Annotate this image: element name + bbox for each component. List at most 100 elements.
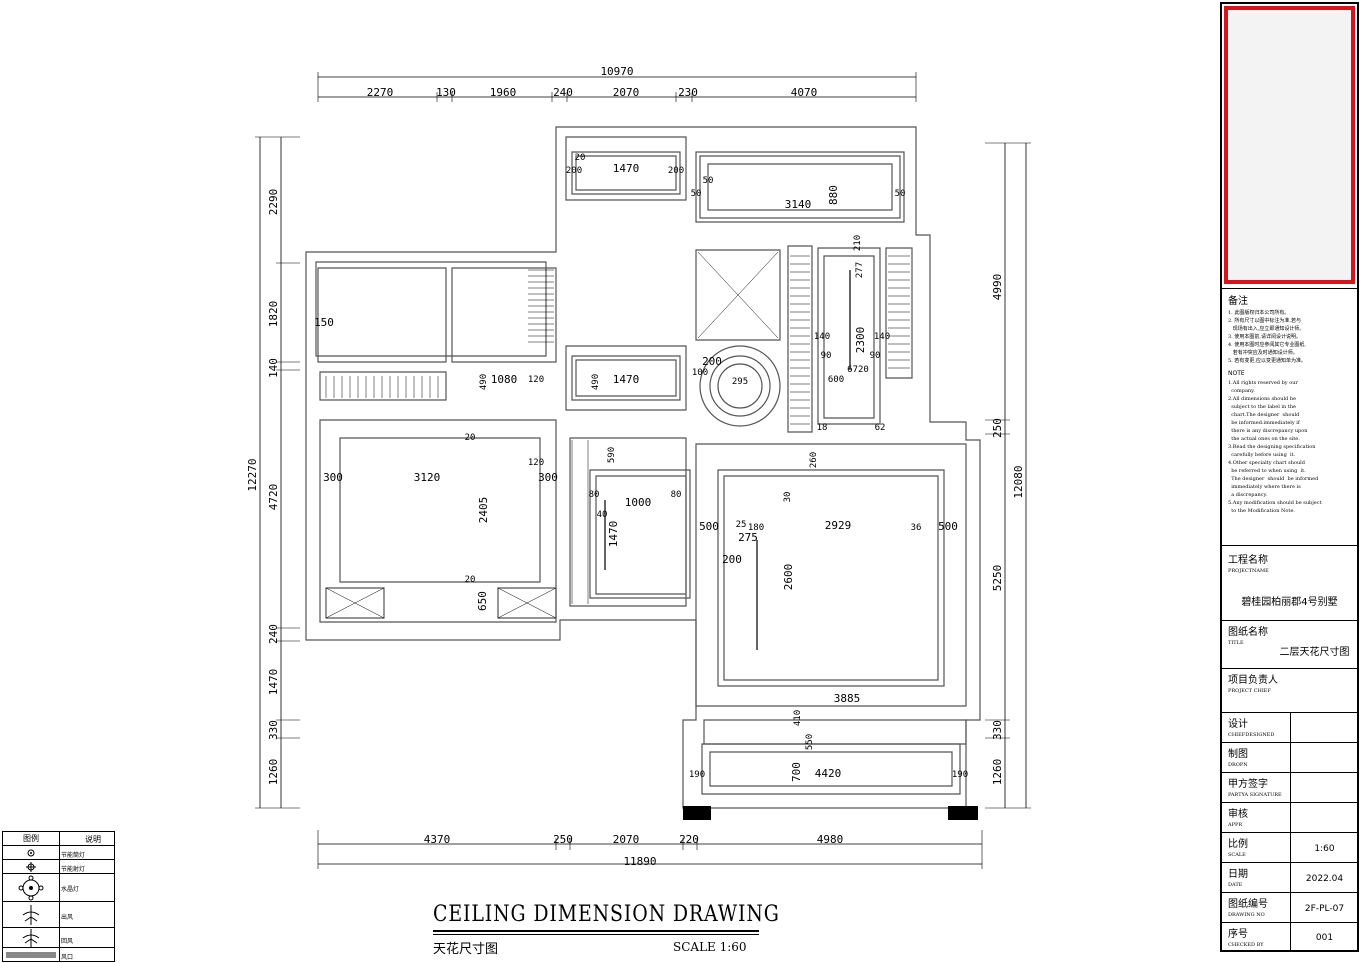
small-dim: 20	[465, 575, 476, 585]
dim-top-total: 10970	[600, 65, 633, 78]
vent-icon	[3, 948, 59, 962]
small-dim: 30	[783, 492, 793, 503]
legend-row: 回风	[3, 928, 114, 948]
small-dim: 260	[809, 452, 819, 468]
legend-label: 风口	[61, 954, 74, 961]
drawn-row: 制图 DROPN	[1222, 743, 1357, 773]
notes-en: 1.All rights reserved by our company. 2.…	[1228, 380, 1322, 514]
project-label-en: PROJECTNAME	[1228, 568, 1269, 574]
legend-col-icon: 图例	[23, 834, 39, 843]
small-dim: 490	[479, 374, 489, 390]
legend-label: 回风	[61, 938, 74, 945]
dim-bottom-seg: 2070	[613, 833, 640, 846]
small-dim: 25	[736, 520, 747, 530]
air-return-icon	[3, 928, 59, 947]
small-dim: 600	[828, 375, 844, 385]
room-dim: 4420	[815, 767, 842, 780]
notes-en-title: NOTE	[1228, 370, 1245, 377]
small-dim: 180	[748, 523, 764, 533]
small-dim: 140	[874, 332, 890, 342]
dim-bottom-total: 11890	[623, 855, 656, 868]
serial-label: 序号	[1228, 929, 1248, 940]
small-dim: 18	[817, 423, 828, 433]
sign-label-en: PARTYA SIGNATURE	[1228, 792, 1282, 798]
small-dim: 62	[875, 423, 886, 433]
dim-right-seg: 5250	[991, 565, 1004, 592]
dim-bottom-seg: 250	[553, 833, 573, 846]
dim-top-seg: 2070	[613, 86, 640, 99]
room-dim: 3885	[834, 692, 861, 705]
small-dim: 277	[855, 262, 865, 278]
ceiling-plan-drawing: 10970 2270 130 1960 240 2070 230 4070 43…	[246, 65, 1031, 869]
logo-area	[1224, 6, 1355, 284]
title-value: 二层天花尺寸图	[1279, 647, 1350, 658]
designed-label-en: CHIEFDESIGNED	[1228, 732, 1275, 738]
drawing-subtitle: 天花尺寸图	[433, 942, 499, 957]
room-dim: 275	[738, 531, 758, 544]
legend-header: 图例 说明	[3, 832, 114, 846]
dim-top-seg: 1960	[490, 86, 517, 99]
dim-bottom-seg: 4370	[424, 833, 451, 846]
approved-row: 审核 APPR	[1222, 803, 1357, 833]
legend-row: 节能射灯	[3, 860, 114, 874]
date-value: 2022.04	[1305, 874, 1344, 884]
room-dim: 150	[314, 316, 334, 329]
dim-left-seg: 330	[267, 720, 280, 740]
small-dim: 80	[671, 490, 682, 500]
small-dim: 140	[814, 332, 830, 342]
dim-left-seg: 140	[267, 358, 280, 378]
small-dim: 190	[952, 770, 968, 780]
room-dim: 300	[323, 471, 343, 484]
legend-row: 出风	[3, 902, 114, 928]
dim-left-seg: 2290	[267, 189, 280, 216]
number-label-en: DRAWING NO	[1228, 912, 1265, 918]
title-underline	[433, 930, 759, 932]
room-dim: 1080	[491, 373, 518, 386]
project-label: 工程名称	[1228, 555, 1268, 566]
notes-cn: 1. 此图版权归本公司所有。 2. 所有尺寸以图中标注为准,若与 现场有出入,应…	[1228, 310, 1306, 364]
room-dim: 2405	[477, 497, 490, 524]
dim-top-seg: 2270	[367, 86, 394, 99]
room-dim: 700	[790, 762, 803, 782]
dim-left-seg: 4720	[267, 484, 280, 511]
drawing-title-row: 图纸名称 TITLE 二层天花尺寸图	[1222, 621, 1357, 669]
small-dim: 410	[793, 710, 803, 726]
room-dim: 1000	[625, 496, 652, 509]
room-dim: 2300	[854, 327, 867, 354]
air-outlet-icon	[3, 902, 59, 927]
small-dim: 295	[732, 377, 748, 387]
project-name-row: 工程名称 PROJECTNAME 碧桂园柏丽郡4号别墅	[1222, 549, 1357, 621]
serial-value: 001	[1315, 933, 1334, 943]
room-dim: 2929	[825, 519, 852, 532]
date-label-en: DATE	[1228, 882, 1243, 888]
legend-row: 节能筒灯	[3, 846, 114, 860]
dim-left-seg: 1260	[267, 759, 280, 786]
dim-right-seg: 1260	[991, 759, 1004, 786]
scale-value: 1:60	[1314, 844, 1335, 854]
room-dim: 200	[702, 355, 722, 368]
project-chief-row: 项目负责人 PROJECT CHIEF	[1222, 669, 1357, 713]
legend-row: 风口	[3, 948, 114, 962]
chief-label-en: PROJECT CHIEF	[1228, 688, 1271, 694]
approved-label: 审核	[1228, 809, 1248, 820]
dim-right-seg: 250	[991, 418, 1004, 438]
drawing-title: CEILING DIMENSION DRAWING	[433, 902, 780, 927]
small-dim: 80	[589, 490, 600, 500]
small-dim: 200	[668, 166, 684, 176]
legend-row: 水晶灯	[3, 874, 114, 902]
small-dim: 50	[895, 189, 906, 199]
dim-right-seg: 330	[991, 720, 1004, 740]
dim-top-seg: 4070	[791, 86, 818, 99]
project-value: 碧桂园柏丽郡4号别墅	[1241, 597, 1338, 608]
room-dim: 2600	[782, 564, 795, 591]
dim-left-seg: 1470	[267, 669, 280, 696]
room-dim: 650	[476, 591, 489, 611]
dim-top-seg: 240	[553, 86, 573, 99]
small-dim: 90	[821, 351, 832, 361]
legend-col-desc: 说明	[85, 835, 101, 844]
serial-row: 序号 CHECKED BY 001	[1222, 923, 1357, 950]
chief-label: 项目负责人	[1228, 675, 1278, 686]
room-dim: 3120	[414, 471, 441, 484]
dim-top-seg: 130	[436, 86, 456, 99]
small-dim: 120	[528, 458, 544, 468]
